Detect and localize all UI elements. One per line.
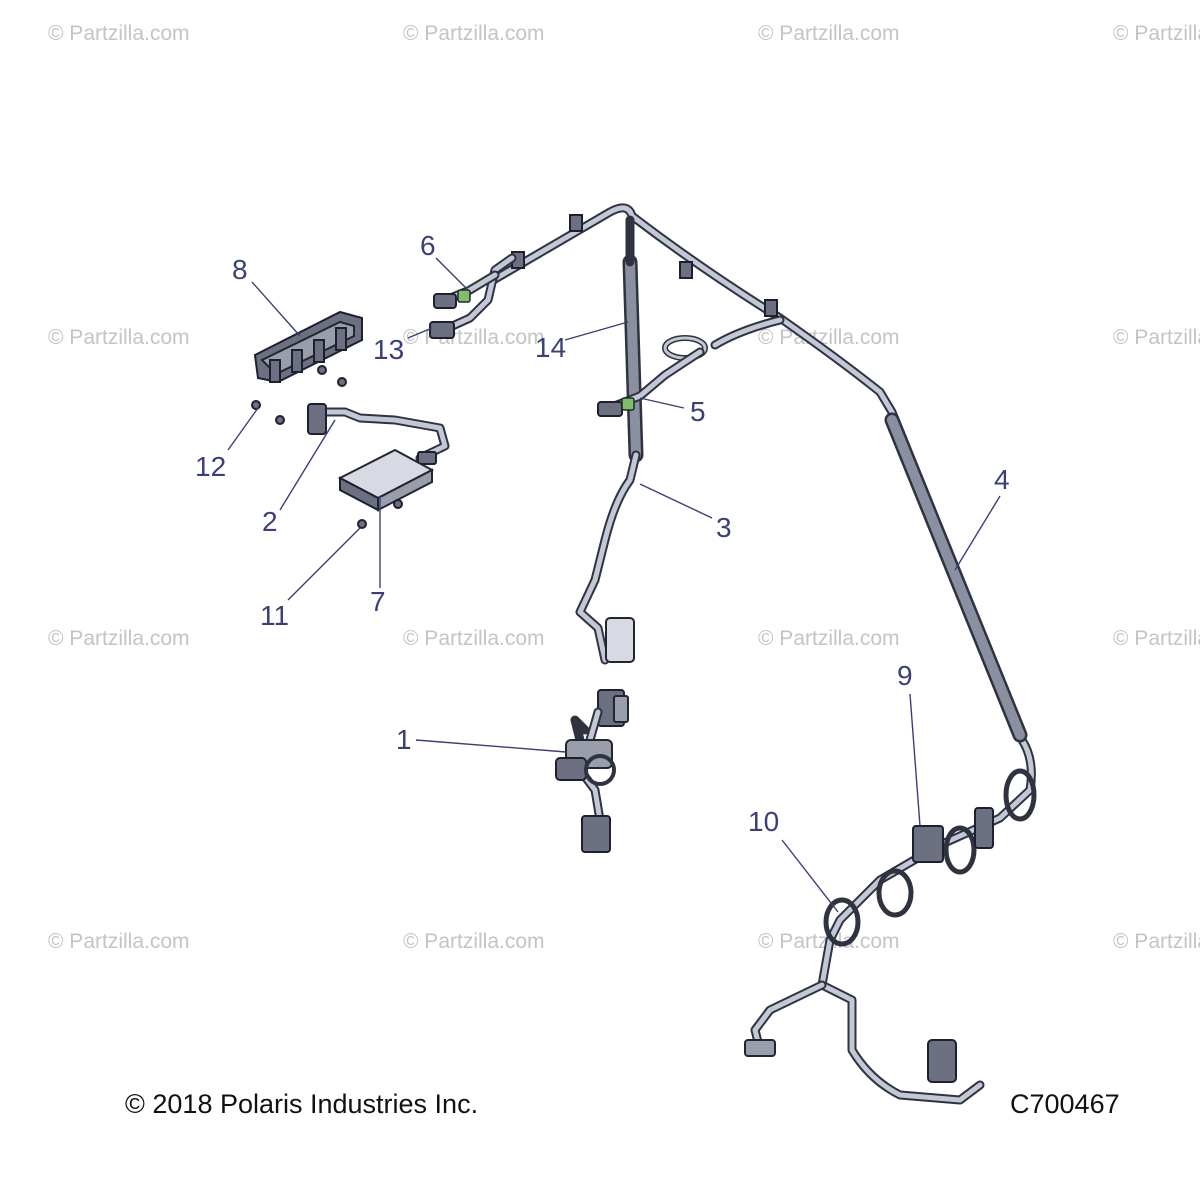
- drawing-code: C700467: [1010, 1089, 1120, 1119]
- module-part-7: [337, 448, 435, 512]
- sub-harness-part-6: [429, 253, 517, 339]
- copyright-text: © 2018 Polaris Industries Inc.: [125, 1089, 479, 1119]
- callout-8: 8: [232, 254, 248, 285]
- watermark: © Partzilla.com: [758, 22, 900, 45]
- watermark: © Partzilla.com: [403, 22, 545, 45]
- callout-11: 11: [260, 600, 290, 631]
- callout-1: 1: [396, 724, 412, 755]
- connector-part-9: [912, 807, 994, 863]
- sub-harness-part-2: [307, 403, 450, 465]
- watermark: © Partzilla.com: [1113, 627, 1200, 650]
- watermark: © Partzilla.com: [48, 930, 190, 953]
- callout-13: 13: [373, 334, 405, 365]
- watermark: © Partzilla.com: [758, 627, 900, 650]
- watermark: © Partzilla.com: [48, 627, 190, 650]
- drop-harness-part-3: [575, 215, 644, 727]
- main-harness-part-4: [485, 203, 1037, 1105]
- watermark: © Partzilla.com: [1113, 22, 1200, 45]
- callout-12: 12: [195, 451, 227, 482]
- callout-9: 9: [897, 660, 913, 691]
- callout-2: 2: [262, 506, 278, 537]
- connector-harness-part-1: [555, 707, 616, 853]
- callout-14: 14: [535, 332, 567, 363]
- watermark: © Partzilla.com: [1113, 326, 1200, 349]
- fasteners: [251, 365, 403, 529]
- callout-5: 5: [690, 396, 706, 427]
- watermark: © Partzilla.com: [48, 326, 190, 349]
- watermark: © Partzilla.com: [48, 22, 190, 45]
- watermark: © Partzilla.com: [403, 930, 545, 953]
- callout-4: 4: [994, 464, 1010, 495]
- watermark: © Partzilla.com: [1113, 930, 1200, 953]
- callout-10: 10: [748, 806, 780, 837]
- callout-6: 6: [420, 230, 436, 261]
- bracket-part-8: [253, 310, 363, 384]
- leader-lines: [227, 257, 1001, 913]
- connector-part-5: [597, 347, 705, 417]
- callout-3: 3: [716, 512, 732, 543]
- callout-7: 7: [370, 586, 386, 617]
- watermark: © Partzilla.com: [403, 627, 545, 650]
